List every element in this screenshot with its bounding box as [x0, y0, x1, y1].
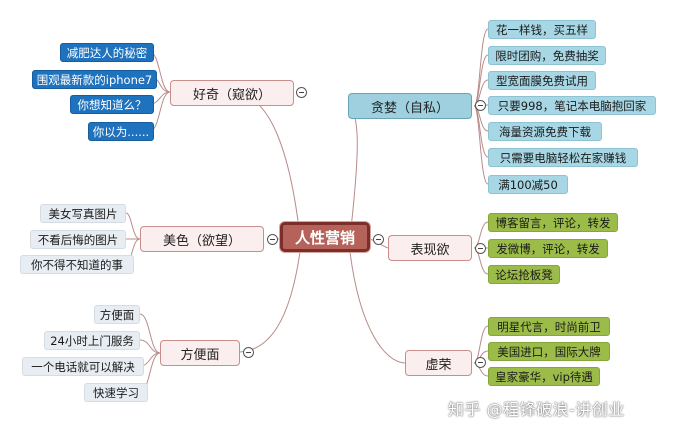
leaf-greed-4[interactable]: 只要998，笔记本电脑抱回家	[488, 96, 656, 115]
leaf-vanity-3[interactable]: 皇家豪华，vip待遇	[488, 367, 600, 386]
leaf-beauty-3[interactable]: 你不得不知道的事	[20, 255, 134, 274]
leaf-greed-2[interactable]: 限时团购，免费抽奖	[488, 46, 606, 65]
leaf-vanity-1[interactable]: 明星代言，时尚前卫	[488, 317, 610, 336]
leaf-beauty-2[interactable]: 不看后悔的图片	[30, 230, 126, 249]
leaf-curiosity-3[interactable]: 你想知道么？	[70, 95, 154, 114]
topic-show-off[interactable]: 表现欲	[388, 235, 472, 261]
leaf-show-off-3[interactable]: 论坛抢板凳	[488, 265, 560, 284]
collapse-toggle-icon[interactable]	[475, 357, 486, 368]
leaf-convenience-1[interactable]: 方便面	[94, 305, 140, 324]
leaf-convenience-3[interactable]: 一个电话就可以解决	[22, 357, 144, 376]
topic-greed[interactable]: 贪婪（自私）	[348, 93, 472, 119]
leaf-convenience-4[interactable]: 快速学习	[84, 383, 148, 402]
leaf-show-off-1[interactable]: 博客留言，评论，转发	[488, 213, 618, 232]
topic-vanity[interactable]: 虚荣	[405, 350, 472, 376]
leaf-convenience-2[interactable]: 24小时上门服务	[44, 331, 140, 350]
leaf-greed-3[interactable]: 型宽面膜免费试用	[488, 71, 596, 90]
collapse-toggle-icon[interactable]	[475, 243, 486, 254]
leaf-greed-7[interactable]: 满100减50	[488, 175, 568, 194]
leaf-curiosity-2[interactable]: 围观最新款的iphone7	[32, 70, 157, 89]
collapse-toggle-icon[interactable]	[475, 100, 486, 111]
topic-curiosity[interactable]: 好奇（窥欲）	[170, 80, 294, 106]
central-topic[interactable]: 人性营销	[280, 222, 370, 252]
watermark-text: 知乎 @程锋破浪-讲创业	[448, 400, 625, 419]
leaf-show-off-2[interactable]: 发微博，评论，转发	[488, 239, 608, 258]
topic-convenience[interactable]: 方便面	[160, 340, 240, 366]
topic-beauty[interactable]: 美色（欲望）	[140, 226, 264, 252]
collapse-toggle-icon[interactable]	[296, 87, 307, 98]
leaf-greed-1[interactable]: 花一样钱，买五样	[488, 20, 596, 39]
leaf-vanity-2[interactable]: 美国进口，国际大牌	[488, 342, 610, 361]
leaf-curiosity-4[interactable]: 你以为......	[88, 122, 154, 141]
leaf-greed-5[interactable]: 海量资源免费下载	[488, 122, 602, 141]
leaf-beauty-1[interactable]: 美女写真图片	[40, 204, 126, 223]
collapse-toggle-icon[interactable]	[267, 234, 278, 245]
leaf-curiosity-1[interactable]: 减肥达人的秘密	[60, 43, 154, 62]
collapse-toggle-icon[interactable]	[243, 347, 254, 358]
collapse-toggle-icon[interactable]	[373, 234, 384, 245]
leaf-greed-6[interactable]: 只需要电脑轻松在家赚钱	[488, 148, 638, 167]
